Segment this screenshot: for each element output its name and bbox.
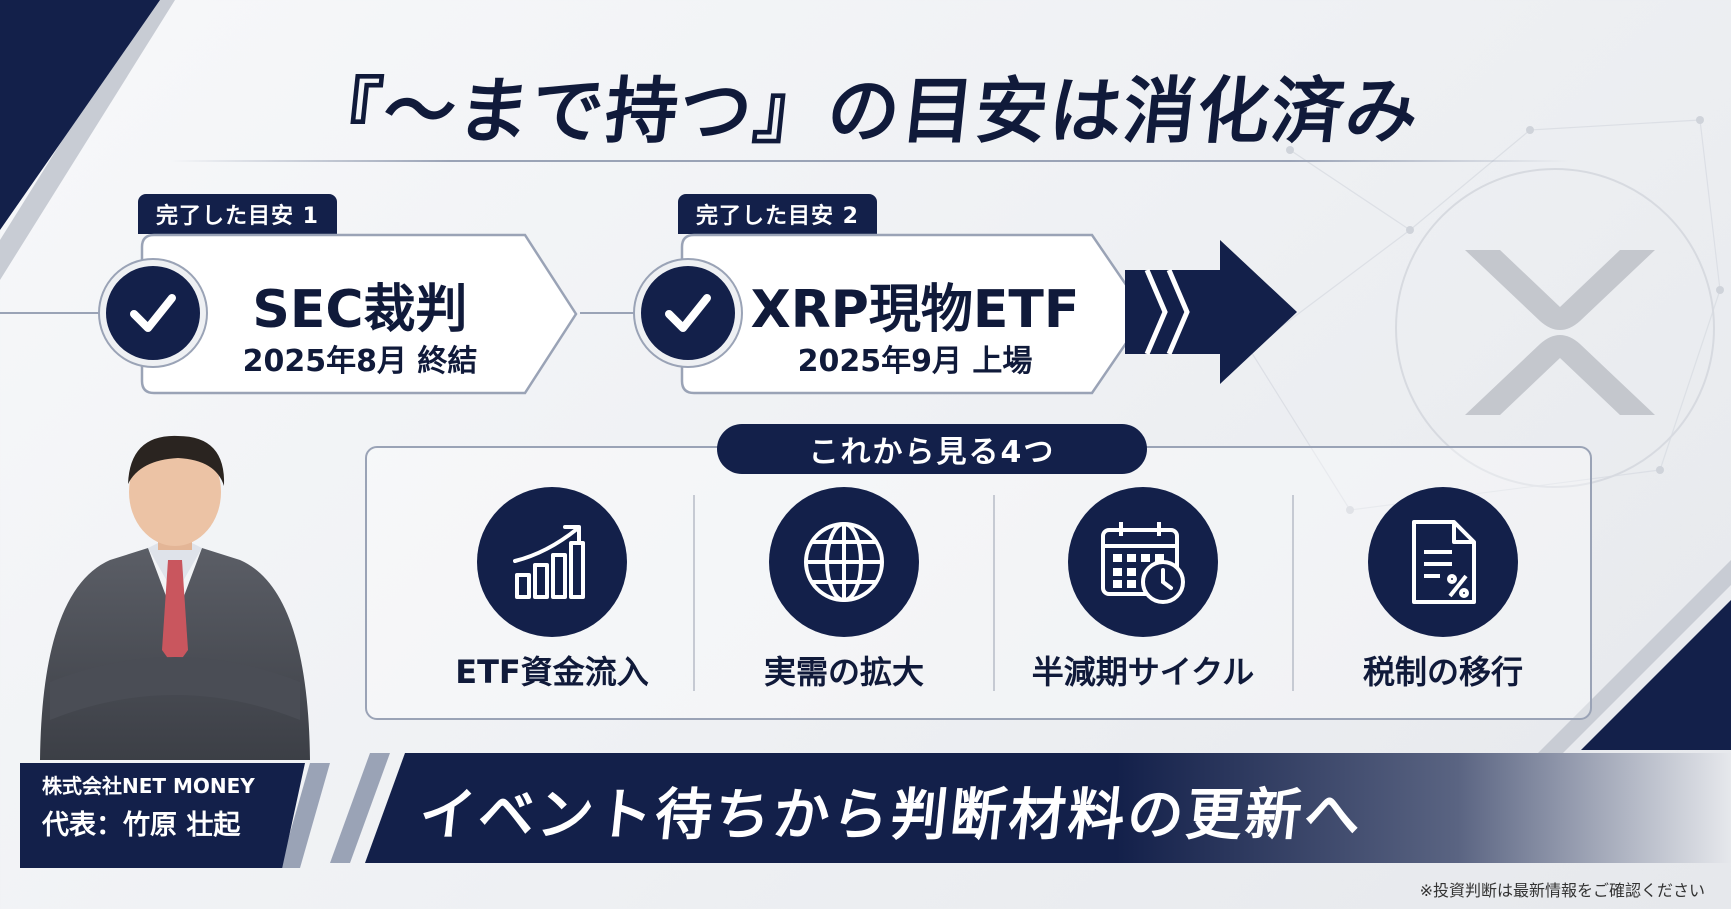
check-icon: [635, 260, 741, 366]
next-item-real-demand: 実需の拡大: [694, 487, 994, 691]
timeline-line-left: [0, 312, 100, 314]
next-item-label: ETF資金流入: [455, 653, 649, 691]
next-item-label: 半減期サイクル: [1031, 653, 1255, 691]
next-item-label: 税制の移行: [1362, 653, 1523, 691]
milestone-1-date: 2025年8月 終結: [242, 344, 478, 379]
globe-icon: [769, 487, 919, 637]
next-item-halving-cycle: 半減期サイクル: [993, 487, 1293, 691]
disclaimer: ※投資判断は最新情報をご確認ください: [1419, 881, 1705, 900]
next-item-etf-inflow: ETF資金流入: [402, 487, 702, 691]
corner-triangle-bottom-right: [1581, 600, 1731, 750]
milestone-1-title: SEC裁判: [252, 280, 468, 340]
arrow-right-icon: [1125, 240, 1297, 384]
company-label: [20, 763, 305, 868]
logo-ring: [1395, 168, 1715, 488]
bottom-banner: [365, 753, 1731, 863]
tax-document-icon: [1368, 487, 1518, 637]
presenter-photo: [40, 435, 310, 760]
milestone-1-tag: 完了した目安 1: [138, 194, 337, 234]
next-item-label: 実需の拡大: [763, 653, 924, 691]
page-title: 『～まで持つ』の目安は消化済み: [305, 69, 1425, 153]
milestone-2-date: 2025年9月 上場: [797, 344, 1033, 379]
divider: [693, 495, 695, 691]
divider: [1292, 495, 1294, 691]
company-name: 株式会社NET MONEY: [42, 774, 255, 798]
chart-growth-icon: [477, 487, 627, 637]
divider: [993, 495, 995, 691]
milestone-2-title: XRP現物ETF: [750, 280, 1080, 340]
title-underline: [170, 160, 1570, 162]
company-representative: 代表：竹原 壮起: [42, 810, 241, 841]
milestone-2-tag: 完了した目安 2: [678, 194, 877, 234]
check-icon: [100, 260, 206, 366]
banner-message: イベント待ちから判断材料の更新へ: [416, 783, 1367, 848]
milestone-1-card: SEC裁判 2025年8月 終結: [140, 233, 580, 395]
calendar-clock-icon: [1068, 487, 1218, 637]
timeline-line-middle: [580, 312, 640, 314]
milestone-2-card: XRP現物ETF 2025年9月 上場: [680, 233, 1150, 395]
next-item-tax-transition: 税制の移行: [1293, 487, 1593, 691]
next-items-heading: これから見る4つ: [717, 424, 1147, 474]
xrp-logo-icon: [1465, 250, 1655, 415]
network-background: [1246, 116, 1724, 514]
